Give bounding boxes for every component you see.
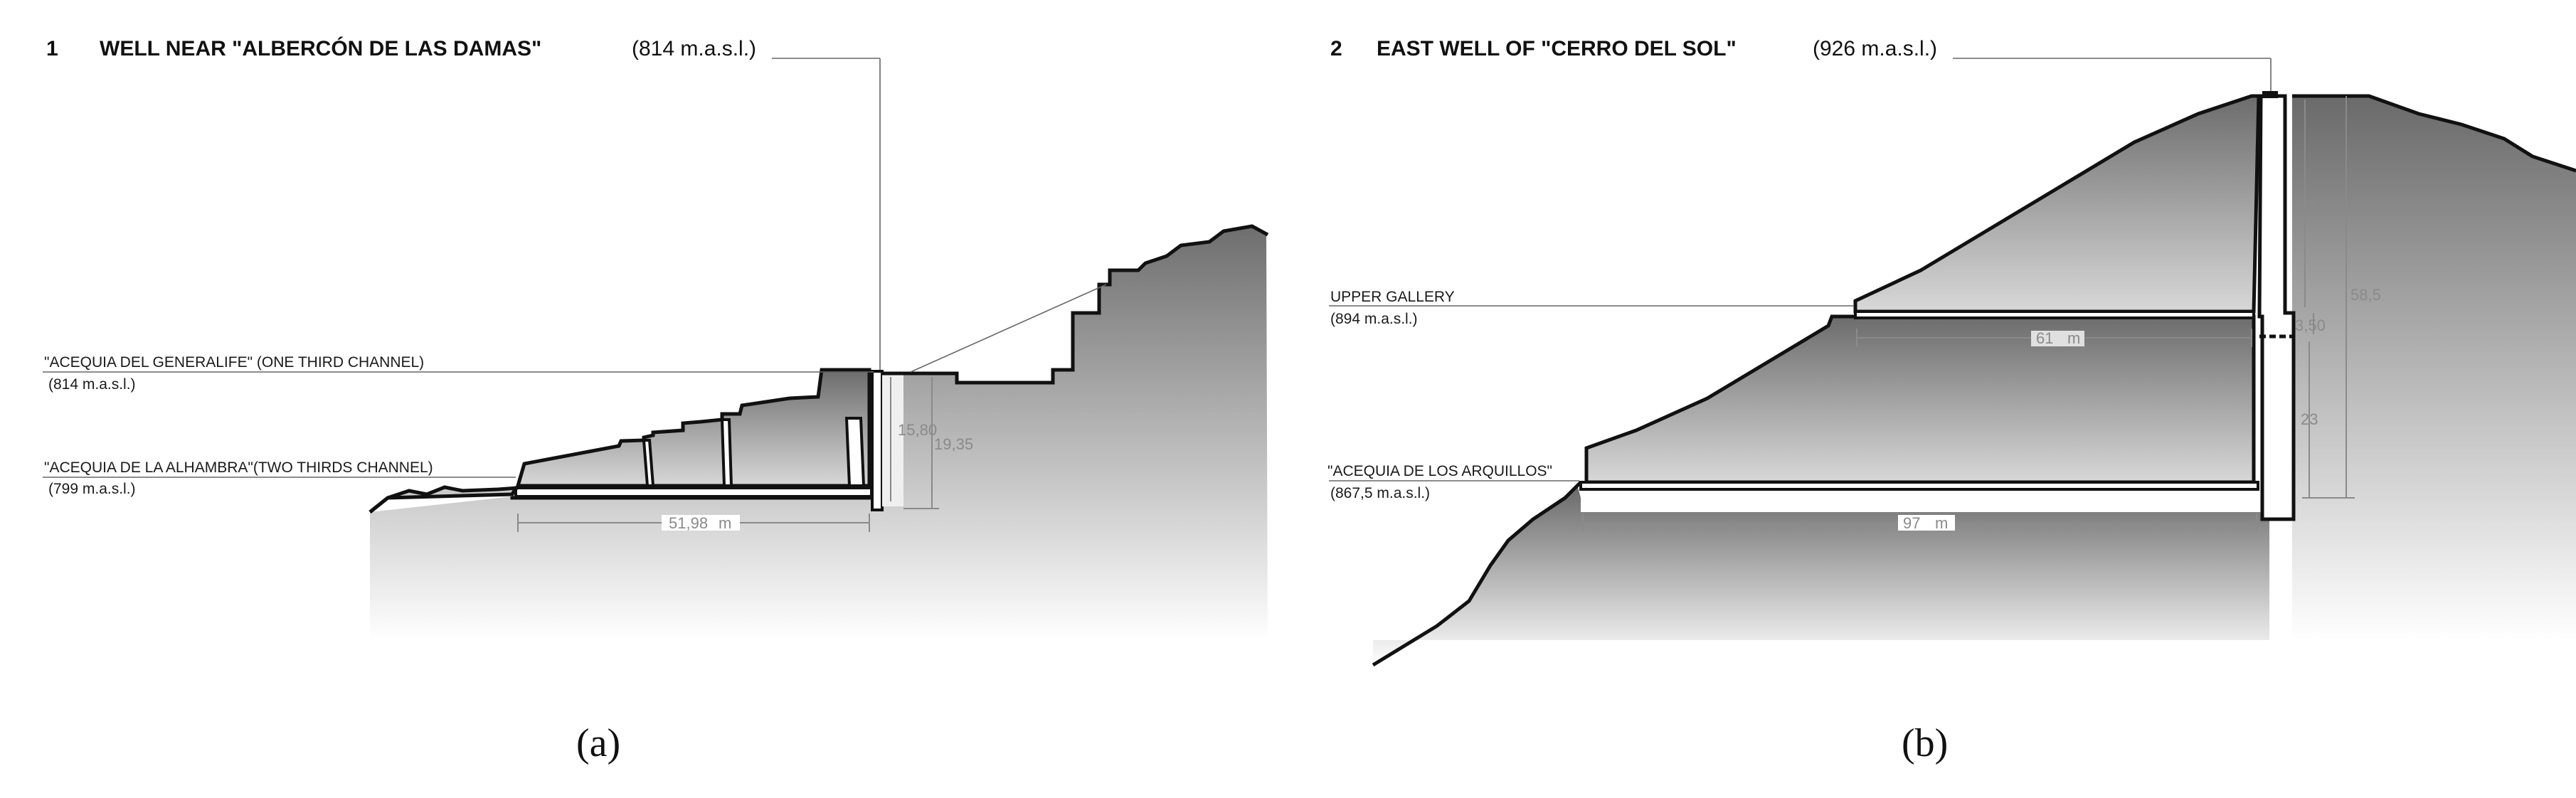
panel-b-right-surface [2292, 94, 2576, 173]
panel-b-left-slope [1372, 481, 1582, 667]
panel-a-generalife-elevation: (814 m.a.s.l.) [48, 376, 136, 393]
panel-b-lower-gallery [1579, 481, 2259, 491]
panel-a-terrace-divider-3 [844, 417, 866, 487]
panel-a-dim-depth-1: 15,80 [898, 421, 937, 439]
panel-b-arquillos-label: "ACEQUIA DE LOS ARQUILLOS" [1327, 463, 1552, 479]
panel-a-dim-length-mask [662, 515, 740, 531]
panel-b-dim-350: 3,50 [2295, 316, 2326, 334]
panel-a-shaft-clearance [882, 373, 903, 506]
panel-a-dim-depth-2: 19,35 [934, 435, 973, 453]
panel-b-dim-23: 23 [2301, 410, 2318, 428]
panel-a-ground-profile [369, 485, 519, 514]
panel-a-ground [370, 226, 1268, 640]
panel-b-shaft [2257, 94, 2296, 521]
panel-b-upper-label: UPPER GALLERY [1330, 289, 1455, 305]
panel-a-generalife-surface [882, 224, 1269, 385]
panel-b-title-number: 2 [1330, 37, 1342, 60]
panel-a-well-shaft [871, 370, 884, 511]
panel-a-title-number: 1 [46, 37, 58, 60]
panel-b-dim-97-mask [1898, 515, 1955, 531]
panel-b-title-elevation: (926 m.a.s.l.) [1813, 37, 1937, 60]
panel-a-dim-length: 51,98 [669, 514, 708, 532]
panel-b-upper-wedge [1853, 94, 2261, 314]
panel-a-dim-length-unit: m [719, 514, 731, 532]
panel-b-shaft-cap [2262, 91, 2278, 98]
panel-b-arquillos-elevation: (867,5 m.a.s.l.) [1330, 485, 1430, 501]
panel-a-generalife-label: "ACEQUIA DEL GENERALIFE" (ONE THIRD CHAN… [44, 354, 424, 371]
panel-a-lower-gallery [514, 486, 873, 498]
panel-b-upper-elevation: (894 m.a.s.l.) [1330, 311, 1418, 327]
panel-a-terrace-divider-1 [642, 439, 655, 487]
panel-b-dim-61-unit: m [2067, 329, 2080, 347]
panel-b-dim-58: 58,5 [2350, 286, 2381, 304]
panel-b-ground-left [1373, 487, 2269, 665]
panel-b-title: EAST WELL OF "CERRO DEL SOL" [1377, 37, 1737, 60]
panel-a-terraces [515, 368, 871, 488]
panel-b-lower-wedge [1584, 314, 2256, 484]
panel-a-terrace-divider-2 [720, 418, 733, 487]
panel-b-caption: (b) [1902, 721, 1948, 765]
panel-a: 1 WELL NEAR "ALBERCÓN DE LAS DAMAS" (814… [43, 36, 1269, 765]
panel-b-dim-61: 61 [2036, 329, 2053, 347]
panel-b-ground-right [2292, 96, 2576, 640]
panel-b-upper-gallery [1854, 310, 2255, 319]
panel-b: 2 EAST WELL OF "CERRO DEL SOL" (926 m.a.… [1327, 37, 2576, 765]
panel-a-alhambra-elevation: (799 m.a.s.l.) [48, 481, 136, 497]
panel-a-title-elevation: (814 m.a.s.l.) [632, 37, 756, 60]
panel-b-dim-61-mask [2031, 331, 2084, 346]
panel-b-dim-32: 32 [2300, 196, 2317, 214]
panel-b-dim-97-unit: m [1935, 514, 1948, 532]
panel-a-slope-leader [910, 284, 1107, 373]
panel-a-title: WELL NEAR "ALBERCÓN DE LAS DAMAS" [100, 36, 541, 60]
panel-b-dim-97: 97 [1903, 514, 1920, 532]
panel-a-alhambra-label: "ACEQUIA DE LA ALHAMBRA"(TWO THIRDS CHAN… [44, 459, 433, 476]
panel-a-caption: (a) [576, 721, 620, 765]
